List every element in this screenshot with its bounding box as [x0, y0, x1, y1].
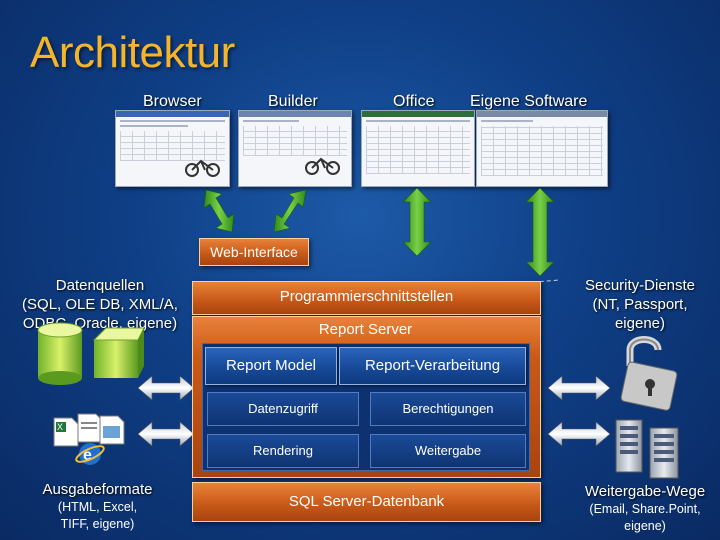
web-interface-box: Web-Interface — [199, 238, 309, 266]
bicycle-icon — [185, 159, 220, 177]
weitergabe-box: Weitergabe — [370, 434, 526, 468]
database-icon — [37, 322, 144, 385]
slide-title: Architektur — [30, 28, 235, 77]
svg-text:X: X — [57, 422, 63, 432]
sql-server-bar: SQL Server-Datenbank — [192, 482, 541, 522]
arrow-security — [547, 375, 611, 401]
ausgabeformate-title: Ausgabeformate — [42, 481, 153, 498]
datenzugriff-box: Datenzugriff — [207, 392, 359, 426]
weitergabe-wege-title: Weitergabe-Wege — [584, 483, 706, 500]
arrow-browser — [203, 189, 235, 233]
arrow-office — [402, 187, 432, 257]
security-line2: eigene) — [614, 315, 666, 332]
label-eigene-software: Eigene Software — [470, 93, 588, 110]
bicycle-icon — [305, 157, 340, 175]
label-builder: Builder — [268, 93, 318, 110]
rendering-box: Rendering — [207, 434, 359, 468]
report-verarbeitung-box: Report-Verarbeitung — [339, 347, 526, 385]
image-file-icon — [99, 415, 125, 445]
security-line1: (NT, Passport, — [592, 296, 688, 313]
arrow-ausgabeformate — [137, 421, 195, 447]
datenquellen-line1: (SQL, OLE DB, XML/A, — [22, 296, 178, 313]
ausgabeformate-label: Ausgabeformate (HTML, Excel, TIFF, eigen… — [20, 480, 175, 533]
weitergabe-wege-label: Weitergabe-Wege (Email, Share.Point, eig… — [570, 482, 720, 535]
security-label: Security-Dienste (NT, Passport, eigene) — [570, 276, 710, 333]
file-icons: X e — [53, 413, 125, 465]
ausgabeformate-line1: (HTML, Excel, — [57, 500, 138, 514]
padlock-icon — [620, 336, 678, 411]
weitergabe-wege-line2: eigene) — [624, 519, 666, 533]
security-title: Security-Dienste — [584, 277, 696, 294]
datenquellen-title: Datenquellen — [55, 277, 145, 294]
ie-logo-icon: e — [75, 443, 105, 465]
label-browser: Browser — [143, 93, 202, 110]
arrow-eigene-software — [525, 187, 555, 277]
builder-screenshot — [238, 110, 352, 187]
label-office: Office — [393, 93, 435, 110]
server-icon — [615, 419, 679, 479]
html-file-icon — [77, 413, 103, 443]
report-model-box: Report Model — [205, 347, 337, 385]
arrow-weitergabe-wege — [547, 421, 611, 447]
arrow-builder — [273, 189, 307, 233]
svg-text:e: e — [83, 447, 92, 464]
report-server-title: Report Server — [318, 321, 413, 338]
browser-screenshot — [115, 110, 230, 187]
eigene-software-screenshot — [476, 110, 608, 187]
berechtigungen-box: Berechtigungen — [370, 392, 526, 426]
weitergabe-wege-line1: (Email, Share.Point, — [589, 502, 701, 516]
excel-file-icon: X — [53, 417, 79, 447]
ausgabeformate-line2: TIFF, eigene) — [60, 517, 135, 531]
arrow-datenquellen — [137, 375, 195, 401]
programmierschnittstellen-bar: Programmierschnittstellen — [192, 281, 541, 315]
office-screenshot — [361, 110, 475, 187]
